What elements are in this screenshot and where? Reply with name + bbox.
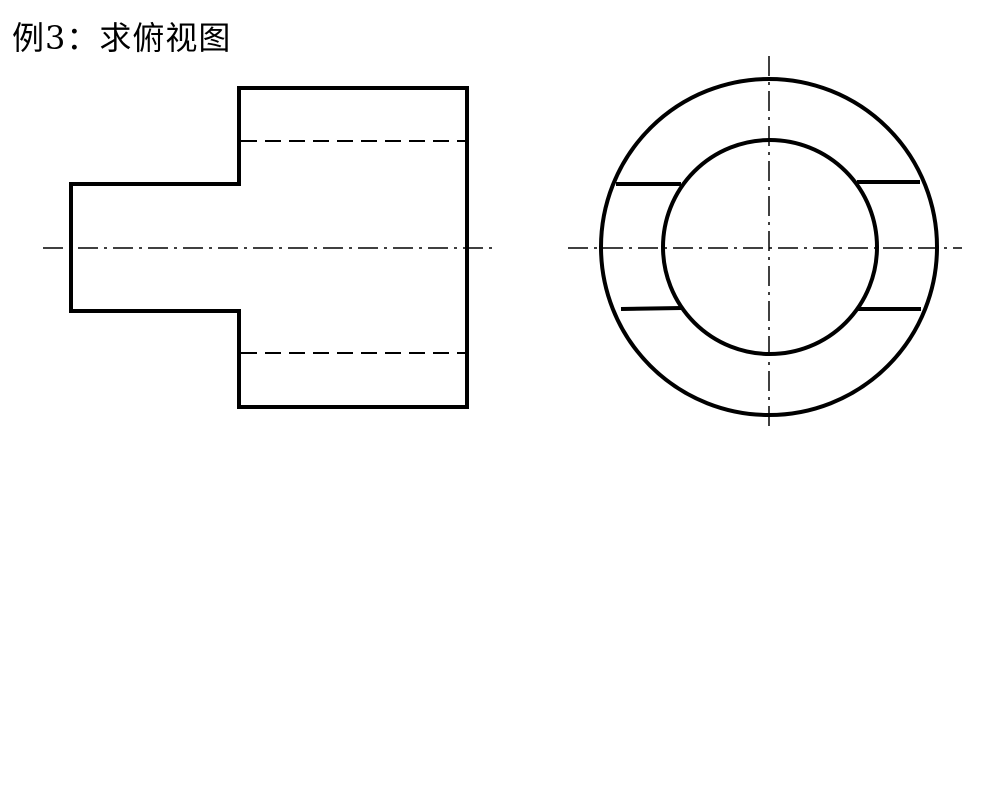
front-view (43, 86, 495, 409)
side-view-slot-line-lower-left (620, 306, 683, 311)
front-view-outline (69, 86, 469, 409)
side-view-inner-circle (661, 138, 879, 356)
page-title: 例3：求俯视图 (12, 19, 232, 57)
side-view (568, 56, 962, 428)
